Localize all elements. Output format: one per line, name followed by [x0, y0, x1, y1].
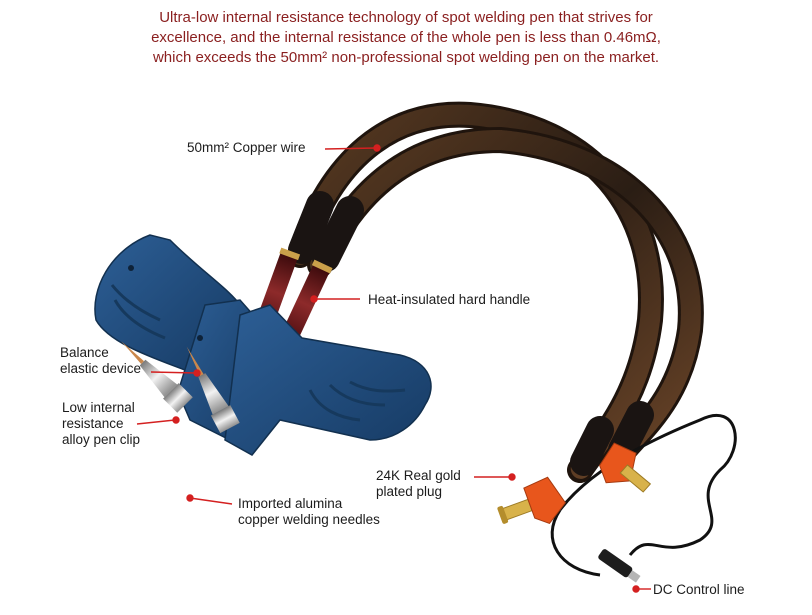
- label-dc-control-line: DC Control line: [653, 582, 745, 597]
- headline: Ultra-low internal resistance technology…: [60, 8, 752, 68]
- label-alloy-pen-clip: Low internal resistance alloy pen clip: [62, 400, 141, 447]
- pen-clips: [121, 341, 240, 434]
- label-heat-insulated-handle: Heat-insulated hard handle: [368, 292, 531, 307]
- label-balance-elastic-device: Balance elastic device: [60, 345, 142, 376]
- dc-connector: [598, 549, 641, 583]
- label-gold-plated-plug: 24K Real gold plated plug: [376, 468, 461, 499]
- dc-control-line: [558, 413, 737, 556]
- copper-wire-cables: [287, 101, 704, 483]
- pen-body-right: [224, 304, 432, 456]
- gold-plug-left: [497, 476, 566, 525]
- callout-leaders: [136, 144, 651, 593]
- welding-needle-left: [121, 341, 144, 364]
- welding-needle-right: [186, 346, 204, 376]
- headline-line-1: Ultra-low internal resistance technology…: [159, 9, 653, 26]
- headline-line-3: which exceeds the 50mm² non-professional…: [152, 49, 660, 66]
- label-welding-needles: Imported alumina copper welding needles: [238, 496, 380, 527]
- headline-line-2: excellence, and the internal resistance …: [151, 29, 661, 46]
- gold-plug-right: [599, 442, 652, 493]
- label-copper-wire: 50mm² Copper wire: [187, 140, 306, 155]
